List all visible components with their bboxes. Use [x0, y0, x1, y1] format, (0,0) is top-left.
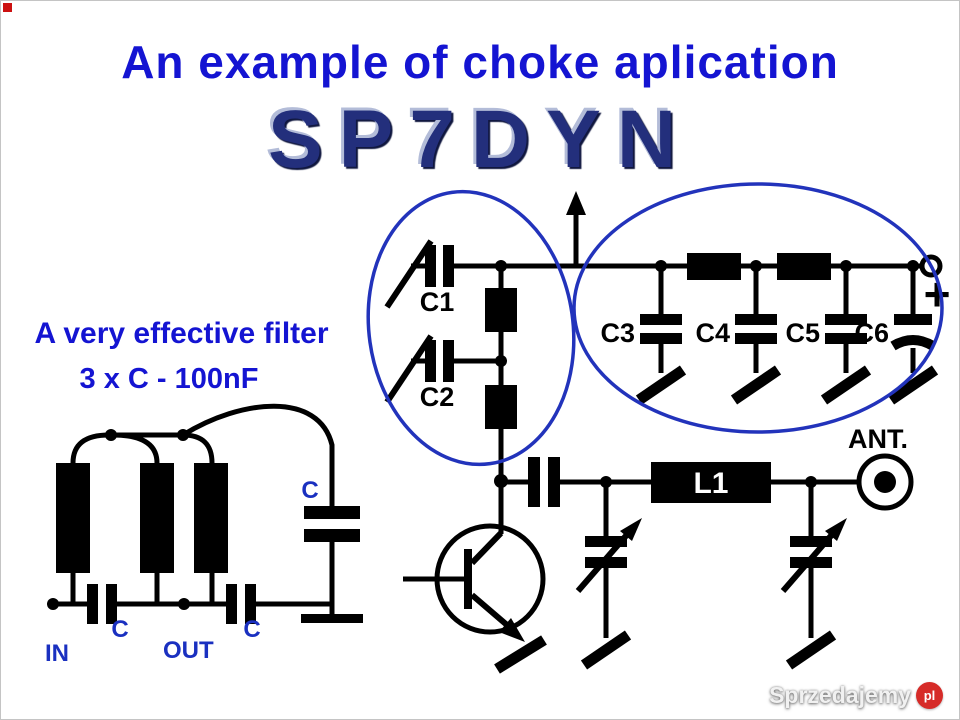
watermark-pl-badge: pl: [916, 682, 943, 709]
cap-plate: [585, 536, 627, 547]
cap-plate: [245, 584, 256, 624]
l1-label: L1: [693, 467, 728, 500]
ground-icon: [580, 630, 632, 670]
wire: [182, 432, 215, 464]
choke-bar: [140, 463, 174, 573]
filter-note-line1: A very effective filter: [34, 317, 329, 350]
choke-bar: [485, 288, 517, 332]
cap-plate: [735, 314, 777, 325]
cap-plate: [790, 536, 832, 547]
node-dot: [495, 355, 507, 367]
ground-icon: [785, 630, 837, 670]
transistor-collector: [469, 530, 504, 566]
c4-label: C4: [695, 318, 730, 348]
ground-icon: [820, 365, 872, 405]
cap-plate: [304, 506, 360, 519]
ground-icon: [301, 614, 363, 623]
choke-bar: [56, 463, 90, 573]
page-title: An example of choke aplication: [121, 36, 839, 88]
ant-label: ANT.: [848, 424, 908, 454]
cap-a-label: C: [111, 616, 128, 643]
cap-plate: [443, 245, 454, 287]
c2-label: C2: [420, 382, 455, 412]
cap-plate: [304, 529, 360, 542]
out-terminal-dot: [178, 598, 190, 610]
ground-icon: [887, 365, 939, 405]
cap-plate: [640, 333, 682, 344]
c1-label: C1: [420, 287, 455, 317]
varcap-arrowhead: [620, 518, 642, 541]
up-arrow-icon: [566, 191, 586, 215]
transistor-emitter: [470, 592, 509, 628]
c2-slash: [384, 334, 434, 404]
emitter-arrowhead: [499, 618, 525, 642]
highlight-ellipse-left: [366, 189, 576, 467]
wire: [181, 403, 335, 506]
wire: [70, 432, 110, 464]
highlight-ellipse-right: [572, 182, 944, 434]
cap-plate: [825, 333, 867, 344]
cap-plate: [87, 584, 98, 624]
filter-diagram: IN OUT C C C: [45, 403, 363, 667]
choke-bar: [687, 253, 741, 280]
cap-plate: [735, 333, 777, 344]
transistor-base-bar: [464, 549, 472, 609]
cap-plate: [825, 314, 867, 325]
callsign-text: SP7DYN: [267, 94, 693, 185]
varcap-arrow: [575, 528, 634, 593]
c3-label: C3: [600, 318, 635, 348]
out-label: OUT: [163, 637, 214, 664]
c1-slash: [384, 239, 434, 309]
cap-plate: [106, 584, 117, 624]
varcap-arrow: [780, 528, 839, 593]
choke-bar: [777, 253, 831, 280]
cap-plate: [425, 340, 436, 382]
c6-label: C6: [854, 318, 889, 348]
cap-plate: [226, 584, 237, 624]
in-label: IN: [45, 640, 69, 667]
node-dot: [105, 429, 117, 441]
main-schematic: C1 C2 +: [366, 182, 950, 674]
cap-plate: [528, 457, 540, 507]
cap-plate: [894, 314, 932, 325]
ground-icon: [494, 635, 547, 674]
c5-label: C5: [785, 318, 820, 348]
cap-plate: [548, 457, 560, 507]
corner-mark: [3, 3, 12, 12]
cap-plate: [425, 245, 436, 287]
cap-plate: [640, 314, 682, 325]
choke-bar: [485, 385, 517, 429]
cap-plate: [443, 340, 454, 382]
antenna-connector-pin: [874, 471, 896, 493]
node-dot: [177, 429, 189, 441]
watermark: Sprzedajemy pl: [769, 682, 943, 709]
shunt-cap-label: C: [301, 477, 318, 504]
filter-note-line2: 3 x C - 100nF: [79, 363, 259, 395]
cap-plate-curved: [890, 335, 936, 351]
choke-bar: [194, 463, 228, 573]
wire: [112, 432, 160, 464]
watermark-text: Sprzedajemy: [769, 682, 911, 708]
cap-b-label: C: [243, 616, 260, 643]
inductor-l1: [651, 462, 771, 503]
ground-icon: [635, 365, 687, 405]
varcap-arrowhead: [825, 518, 847, 541]
ground-icon: [730, 365, 782, 405]
